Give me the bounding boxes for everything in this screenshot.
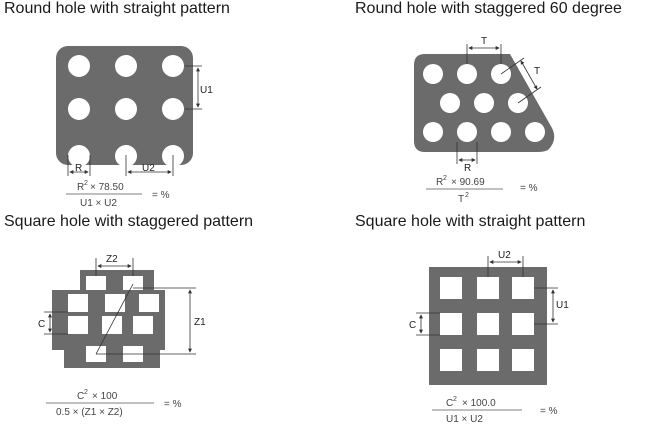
round-staggered-diagram: T T R [414, 36, 555, 174]
formula-den-exp: 2 [465, 192, 469, 199]
formula-square-straight: C 2 × 100.0 U1 × U2 = % [432, 396, 558, 425]
formula-round-straight: R 2 × 78.50 U1 × U2 = % [66, 180, 170, 209]
label-u2: U2 [498, 250, 511, 261]
dimension-lines [416, 256, 558, 336]
holes [68, 276, 159, 362]
holes [440, 277, 534, 371]
label-z2: Z2 [106, 254, 118, 265]
title-round-staggered: Round hole with staggered 60 degree [355, 0, 622, 17]
label-u2: U2 [142, 163, 155, 174]
dimension-lines [67, 65, 202, 176]
holes [68, 55, 184, 167]
formula-exp: 2 [84, 180, 88, 187]
formula-den: U1 × U2 [446, 414, 483, 425]
formula-num: × 78.50 [90, 182, 124, 193]
formula-square-staggered: C 2 × 100 0.5 × (Z1 × Z2) = % [46, 389, 182, 418]
square-straight-diagram: U2 U1 C [409, 250, 569, 385]
formula-eq: = % [164, 399, 182, 410]
label-c: C [409, 320, 416, 331]
label-z1: Z1 [194, 317, 206, 328]
formula-exp: 2 [443, 175, 447, 182]
title-square-staggered: Square hole with staggered pattern [4, 213, 254, 230]
formula-den-var: T [458, 194, 464, 205]
label-t-side: T [534, 66, 540, 77]
formula-var: R [436, 177, 443, 188]
dimension-lines [44, 258, 196, 355]
formula-num: × 100 [92, 391, 118, 402]
title-square-straight: Square hole with straight pattern [355, 213, 586, 230]
formula-eq: = % [540, 406, 558, 417]
formula-var: R [77, 182, 84, 193]
formula-den: 0.5 × (Z1 × Z2) [56, 407, 123, 418]
label-u1: U1 [556, 300, 569, 311]
formula-den: U1 × U2 [80, 198, 117, 209]
formula-exp: 2 [84, 389, 88, 396]
formula-var: C [77, 391, 84, 402]
label-c: C [38, 319, 45, 330]
square-staggered-diagram: Z2 C Z1 [38, 254, 206, 368]
round-straight-diagram: U1 R U2 [56, 46, 213, 176]
formula-eq: = % [152, 190, 170, 201]
title-round-straight: Round hole with straight pattern [4, 0, 230, 17]
label-r: R [464, 163, 471, 174]
dimension-lines [456, 44, 542, 164]
formula-var: C [446, 398, 453, 409]
formula-exp: 2 [453, 396, 457, 403]
label-t-top: T [481, 36, 487, 47]
label-r: R [75, 163, 82, 174]
formula-num: × 90.69 [451, 177, 485, 188]
formula-round-staggered: R 2 × 90.69 T 2 = % [426, 175, 538, 205]
label-u1: U1 [200, 85, 213, 96]
formula-num: × 100.0 [462, 398, 496, 409]
formula-eq: = % [520, 183, 538, 194]
